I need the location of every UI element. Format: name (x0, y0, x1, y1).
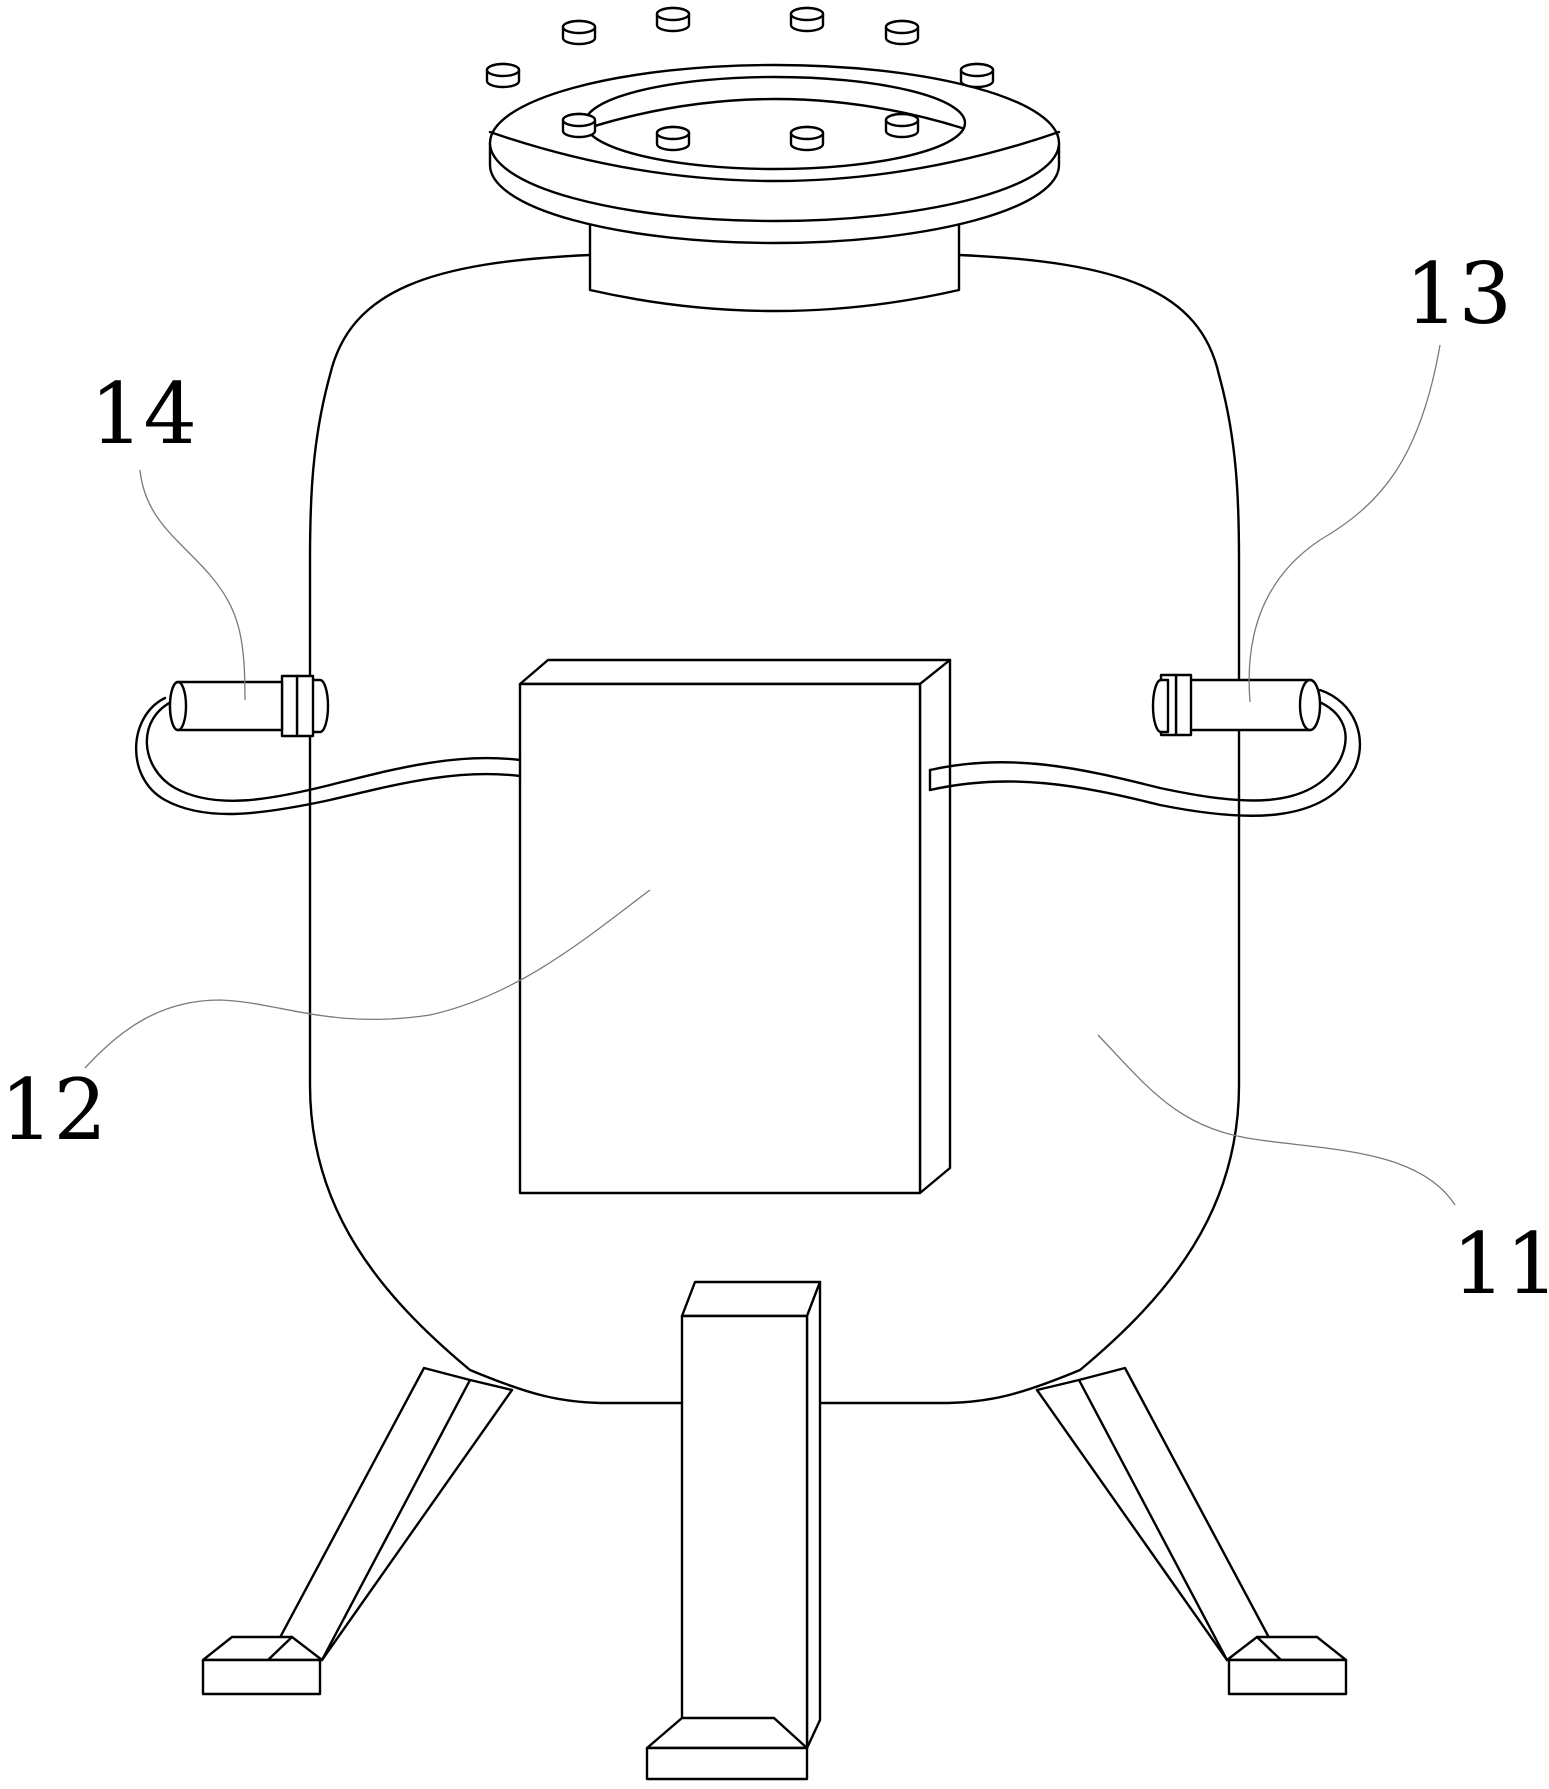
right-sensor (928, 673, 1362, 817)
left-leg (201, 1366, 514, 1696)
callout-labels: 11 12 13 14 (0, 245, 1549, 1313)
front-leg (645, 1280, 822, 1781)
callout-13: 13 (1405, 245, 1512, 343)
control-box (518, 658, 952, 1195)
flange-bolts (485, 6, 995, 152)
leader-13 (1248, 344, 1441, 703)
callout-12: 12 (0, 1061, 107, 1159)
leader-11 (1097, 1034, 1456, 1206)
leader-12 (84, 889, 651, 1069)
callout-14: 14 (90, 365, 197, 463)
leader-14 (139, 469, 246, 701)
left-sensor (135, 674, 522, 816)
right-leg (1035, 1366, 1348, 1696)
leader-lines (84, 344, 1456, 1206)
callout-11: 11 (1452, 1215, 1549, 1313)
